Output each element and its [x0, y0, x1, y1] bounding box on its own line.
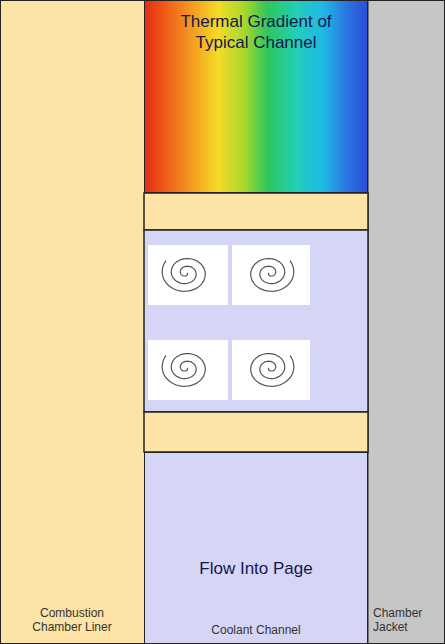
jacket-ground — [368, 1, 445, 644]
rib — [144, 412, 368, 452]
vortex-spiral — [251, 259, 294, 292]
vortex-spiral — [162, 259, 205, 292]
jacket-region: Chamber Jacket — [368, 0, 445, 644]
vortex-panel — [148, 340, 228, 400]
vortex-panel — [232, 340, 310, 400]
vortex-spirals — [162, 259, 294, 387]
vortex-panel — [232, 245, 310, 305]
liner-region: Combustion Chamber Liner — [0, 0, 144, 644]
vortex-spiral — [251, 354, 294, 387]
region-label: Thermal Gradient of Typical Channel — [175, 11, 337, 53]
thermal-gradient-box: Thermal Gradient of Typical Channel — [144, 0, 368, 193]
region-sublabel: Coolant Channel — [145, 623, 367, 637]
coolant-channel — [144, 230, 368, 412]
vortex-panel — [148, 245, 228, 305]
region-label: Combustion Chamber Liner — [32, 606, 112, 634]
rib — [144, 193, 368, 230]
region-label: Chamber Jacket — [373, 606, 441, 634]
vortex-spiral — [162, 354, 205, 387]
coolant-channel-box: Flow Into PageCoolant Channel — [144, 452, 368, 644]
region-label: Flow Into Page — [145, 559, 367, 579]
